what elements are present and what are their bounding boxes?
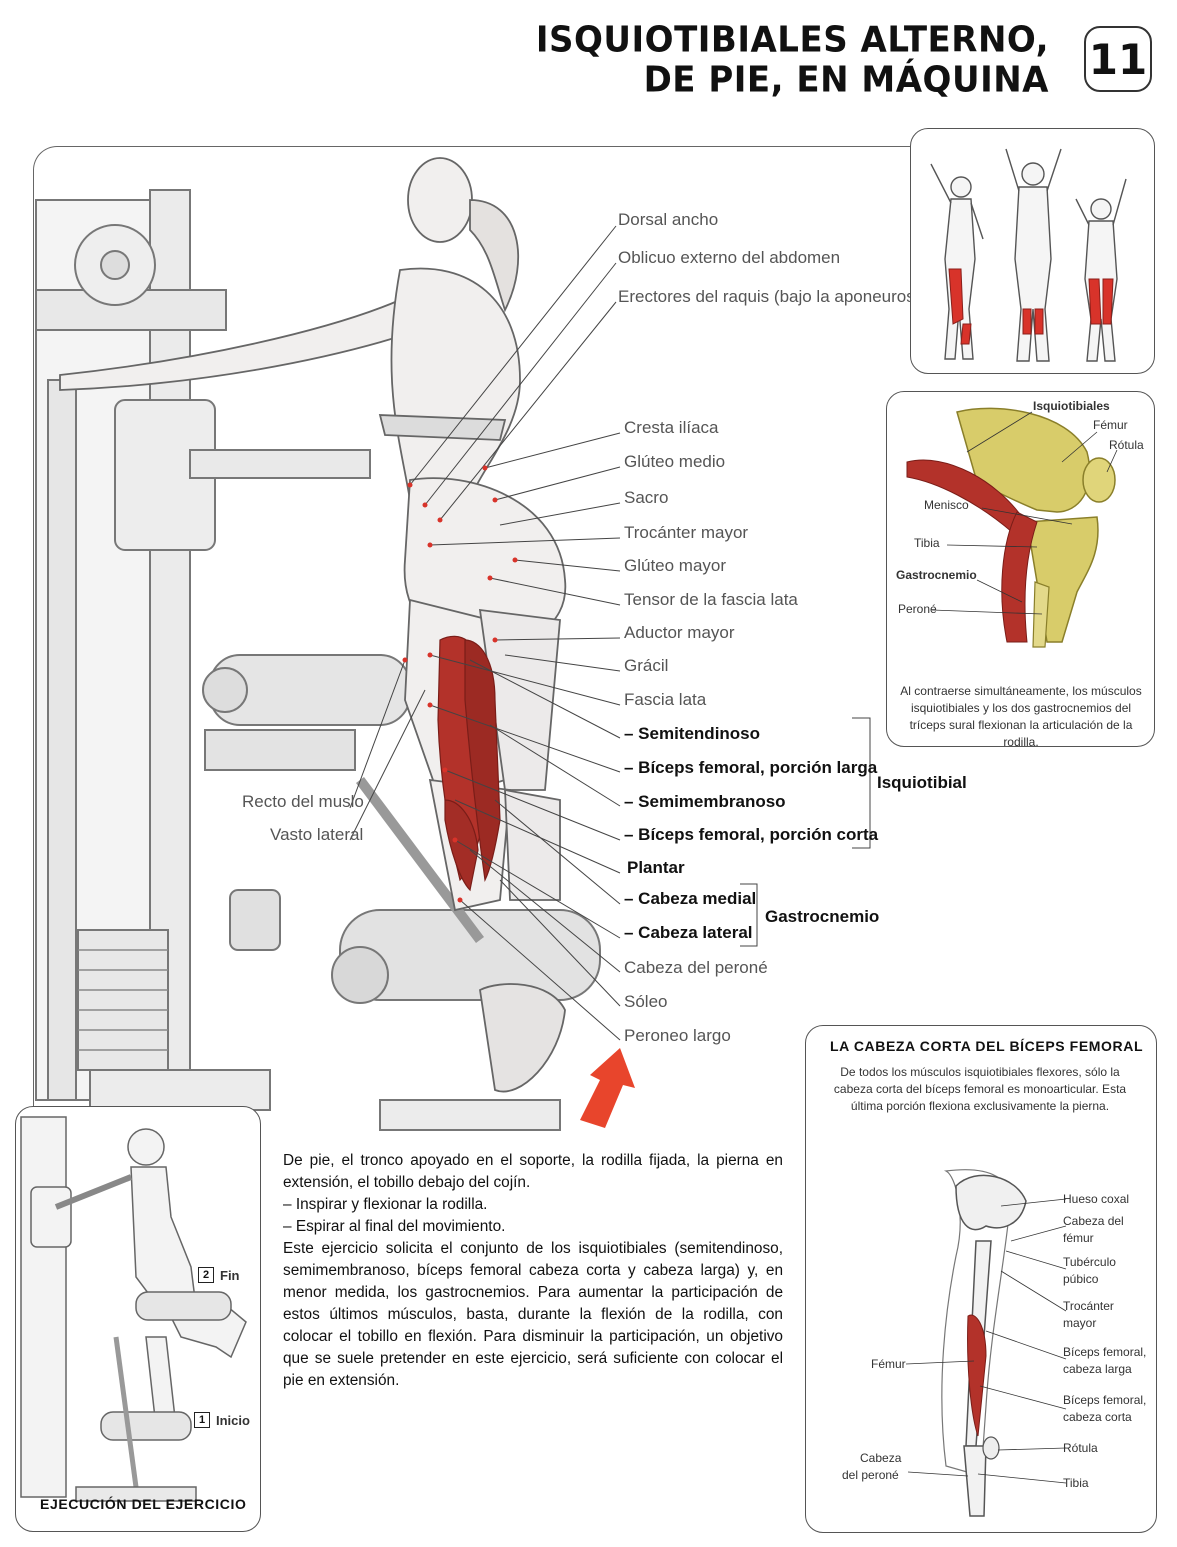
label-gracil: Grácil [624, 656, 669, 675]
group-label-gastrocnemio: Gastrocnemio [765, 907, 880, 926]
bone-label-biceps-larga-1: Bíceps femoral, [1063, 1345, 1147, 1359]
label-gluteo-mayor: Glúteo mayor [624, 556, 727, 575]
leg-skeleton-illustration [905, 1169, 1067, 1517]
label-dorsal-ancho: Dorsal ancho [618, 210, 719, 229]
biceps-short-head-panel [805, 1025, 1157, 1533]
biceps-panel-heading: LA CABEZA CORTA DEL BÍCEPS FEMORAL [830, 1038, 1144, 1054]
bone-label-perone-2: del peroné [842, 1468, 899, 1482]
three-anatomy-figures [930, 148, 1127, 362]
inicio-label: Inicio [216, 1413, 250, 1428]
knee-detail-panel [886, 391, 1155, 747]
title-line-1: ISQUIOTIBIALES ALTERNO, [535, 19, 1049, 62]
fin-label: Fin [220, 1268, 240, 1283]
description-paragraph-1: De pie, el tronco apoyado en el soporte,… [283, 1152, 783, 1191]
label-peroneo-largo: Peroneo largo [624, 1026, 731, 1045]
main-illustration-frame [33, 146, 1123, 1136]
bone-label-perone-1: Cabeza [860, 1451, 902, 1465]
knee-label-gastrocnemio: Gastrocnemio [896, 568, 977, 582]
label-cabeza-perone: Cabeza del peroné [624, 958, 768, 977]
bone-label-biceps-corta-1: Bíceps femoral, [1063, 1393, 1147, 1407]
label-sacro: Sacro [624, 488, 669, 507]
label-gluteo-medio: Glúteo medio [624, 452, 726, 471]
bone-label-biceps-corta-2: cabeza corta [1063, 1410, 1132, 1424]
label-cabeza-medial: – Cabeza medial [624, 889, 757, 908]
bone-label-femur: Fémur [871, 1357, 906, 1371]
execution-illustration [20, 1116, 247, 1502]
muscle-dots [402, 465, 518, 903]
label-soleo: Sóleo [624, 992, 668, 1011]
description-paragraph-4: Este ejercicio solicita el conjunto de l… [283, 1240, 783, 1389]
knee-label-tibia: Tibia [914, 536, 940, 550]
machine-drawing [35, 189, 601, 1131]
knee-illustration [906, 407, 1118, 648]
bone-label-trocanter-2: mayor [1063, 1316, 1097, 1330]
label-erectores: Erectores del raquis (bajo la aponeurosi… [618, 287, 933, 306]
label-recto-muslo: Recto del muslo [242, 792, 364, 811]
exercise-description: De pie, el tronco apoyado en el soporte,… [283, 1150, 783, 1392]
bone-label-trocanter-1: Trocánter [1063, 1299, 1114, 1313]
execution-heading: EJECUCIÓN DEL EJERCICIO [40, 1496, 247, 1512]
title-line-2: DE PIE, EN MÁQUINA [643, 58, 1049, 101]
bone-label-cabeza-femur-2: fémur [1063, 1231, 1094, 1245]
description-paragraph-3: – Espirar al final del movimiento. [283, 1218, 506, 1235]
label-plantar: Plantar [627, 858, 685, 877]
label-vasto-lateral: Vasto lateral [270, 825, 364, 844]
label-cabeza-lateral: – Cabeza lateral [624, 923, 753, 942]
inicio-step-number: 1 [194, 1412, 210, 1428]
bone-label-tuberculo-1: Tubérculo [1063, 1255, 1116, 1269]
bone-label-hueso-coxal: Hueso coxal [1063, 1192, 1130, 1206]
description-paragraph-2: – Inspirar y flexionar la rodilla. [283, 1196, 488, 1213]
label-tensor-fascia-lata: Tensor de la fascia lata [624, 590, 798, 609]
knee-label-femur: Fémur [1093, 418, 1128, 432]
bone-label-cabeza-femur-1: Cabeza del [1063, 1214, 1124, 1228]
label-trocanter-mayor: Trocánter mayor [624, 523, 749, 542]
page-title: ISQUIOTIBIALES ALTERNO, DE PIE, EN MÁQUI… [536, 20, 1049, 100]
label-semitendinoso: – Semitendinoso [624, 724, 761, 743]
label-oblicuo: Oblicuo externo del abdomen [618, 248, 841, 267]
fin-step-number: 2 [198, 1267, 214, 1283]
label-biceps-larga: – Bíceps femoral, porción larga [624, 758, 878, 777]
execution-panel [15, 1106, 261, 1532]
label-cresta-iliaca: Cresta ilíaca [624, 418, 719, 437]
bone-label-tuberculo-2: púbico [1063, 1272, 1099, 1286]
group-label-isquiotibial: Isquiotibial [877, 773, 967, 792]
anatomy-figures-panel [910, 128, 1155, 374]
bone-label-biceps-larga-2: cabeza larga [1063, 1362, 1132, 1376]
bone-label-rotula: Rótula [1063, 1441, 1098, 1455]
knee-label-rotula: Rótula [1109, 438, 1144, 452]
hamstring-muscles [437, 635, 501, 892]
label-semimembranoso: – Semimembranoso [624, 792, 786, 811]
knee-label-perone: Peroné [898, 602, 937, 616]
knee-label-menisco: Menisco [924, 498, 969, 512]
bone-label-tibia: Tibia [1063, 1476, 1089, 1490]
chapter-badge: 11 [1084, 26, 1152, 92]
leader-lines [349, 225, 871, 1041]
label-biceps-corta: – Bíceps femoral, porción corta [624, 825, 879, 844]
knee-label-isquiotibiales: Isquiotibiales [1033, 399, 1110, 413]
biceps-panel-caption: De todos los músculos isquiotibiales fle… [833, 1065, 1127, 1113]
label-fascia-lata: Fascia lata [624, 690, 707, 709]
movement-arrow [580, 1048, 635, 1128]
label-aductor-mayor: Aductor mayor [624, 623, 735, 642]
knee-caption: Al contraerse simultáneamente, los múscu… [900, 684, 1142, 749]
athlete-figure [59, 157, 567, 1093]
